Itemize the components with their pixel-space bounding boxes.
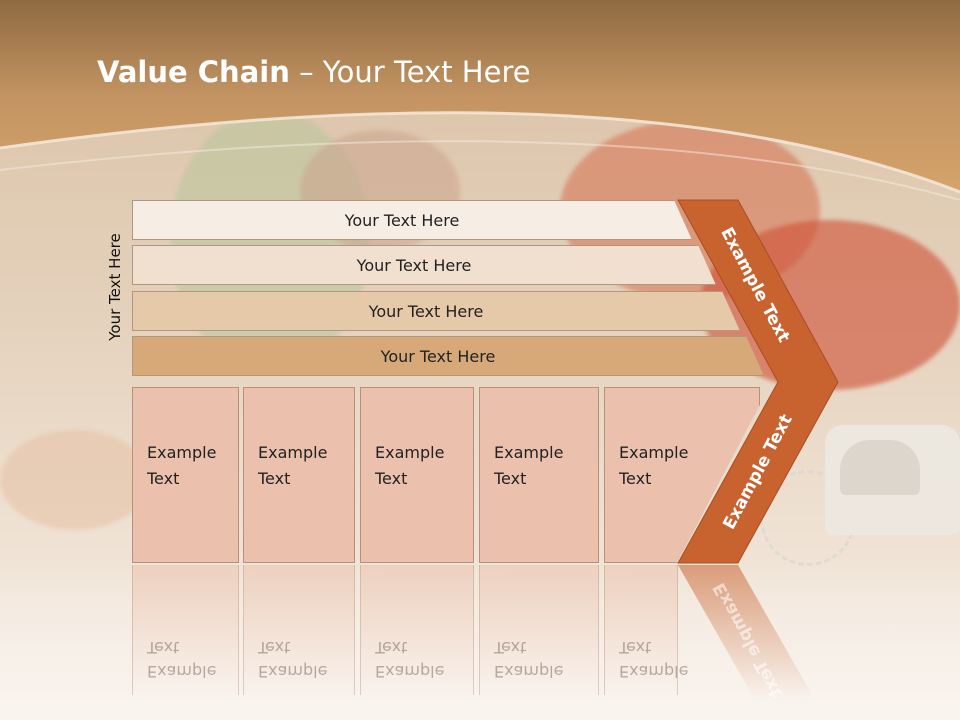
bar-label: Your Text Here — [344, 210, 460, 230]
chevron-reflection — [678, 565, 815, 700]
box-line-2: Text — [494, 469, 527, 488]
slide-title: Value Chain – Your Text Here — [97, 55, 531, 89]
activity-box-3: Example Text — [360, 387, 474, 563]
value-chain-bar-3: Your Text Here — [132, 291, 740, 331]
header-band — [0, 0, 960, 200]
bar-label: Your Text Here — [356, 255, 472, 275]
box-line-1: Example — [375, 443, 445, 462]
telephone-handset-image — [840, 440, 920, 495]
box-line-1: Example — [494, 443, 564, 462]
activity-box-2: Example Text — [243, 387, 355, 563]
value-chain-bar-1: Your Text Here — [132, 200, 692, 240]
bar-label: Your Text Here — [380, 346, 496, 366]
box-line-1: Example — [619, 443, 689, 462]
title-rest: – Your Text Here — [289, 55, 531, 89]
box-line-1: Example — [258, 443, 328, 462]
bar-label: Your Text Here — [368, 301, 484, 321]
box-line-1: Example — [147, 443, 217, 462]
activity-box-1: Example Text — [132, 387, 239, 563]
value-chain-bar-4: Your Text Here — [132, 336, 764, 376]
chevron-shape — [677, 199, 839, 564]
activity-box-4: Example Text — [479, 387, 599, 563]
title-bold: Value Chain — [97, 55, 290, 89]
box-line-2: Text — [147, 469, 180, 488]
photo-hand — [0, 430, 150, 530]
box-line-2: Text — [258, 469, 291, 488]
box-line-2: Text — [619, 469, 652, 488]
value-chain-bar-2: Your Text Here — [132, 245, 716, 285]
box-line-2: Text — [375, 469, 408, 488]
